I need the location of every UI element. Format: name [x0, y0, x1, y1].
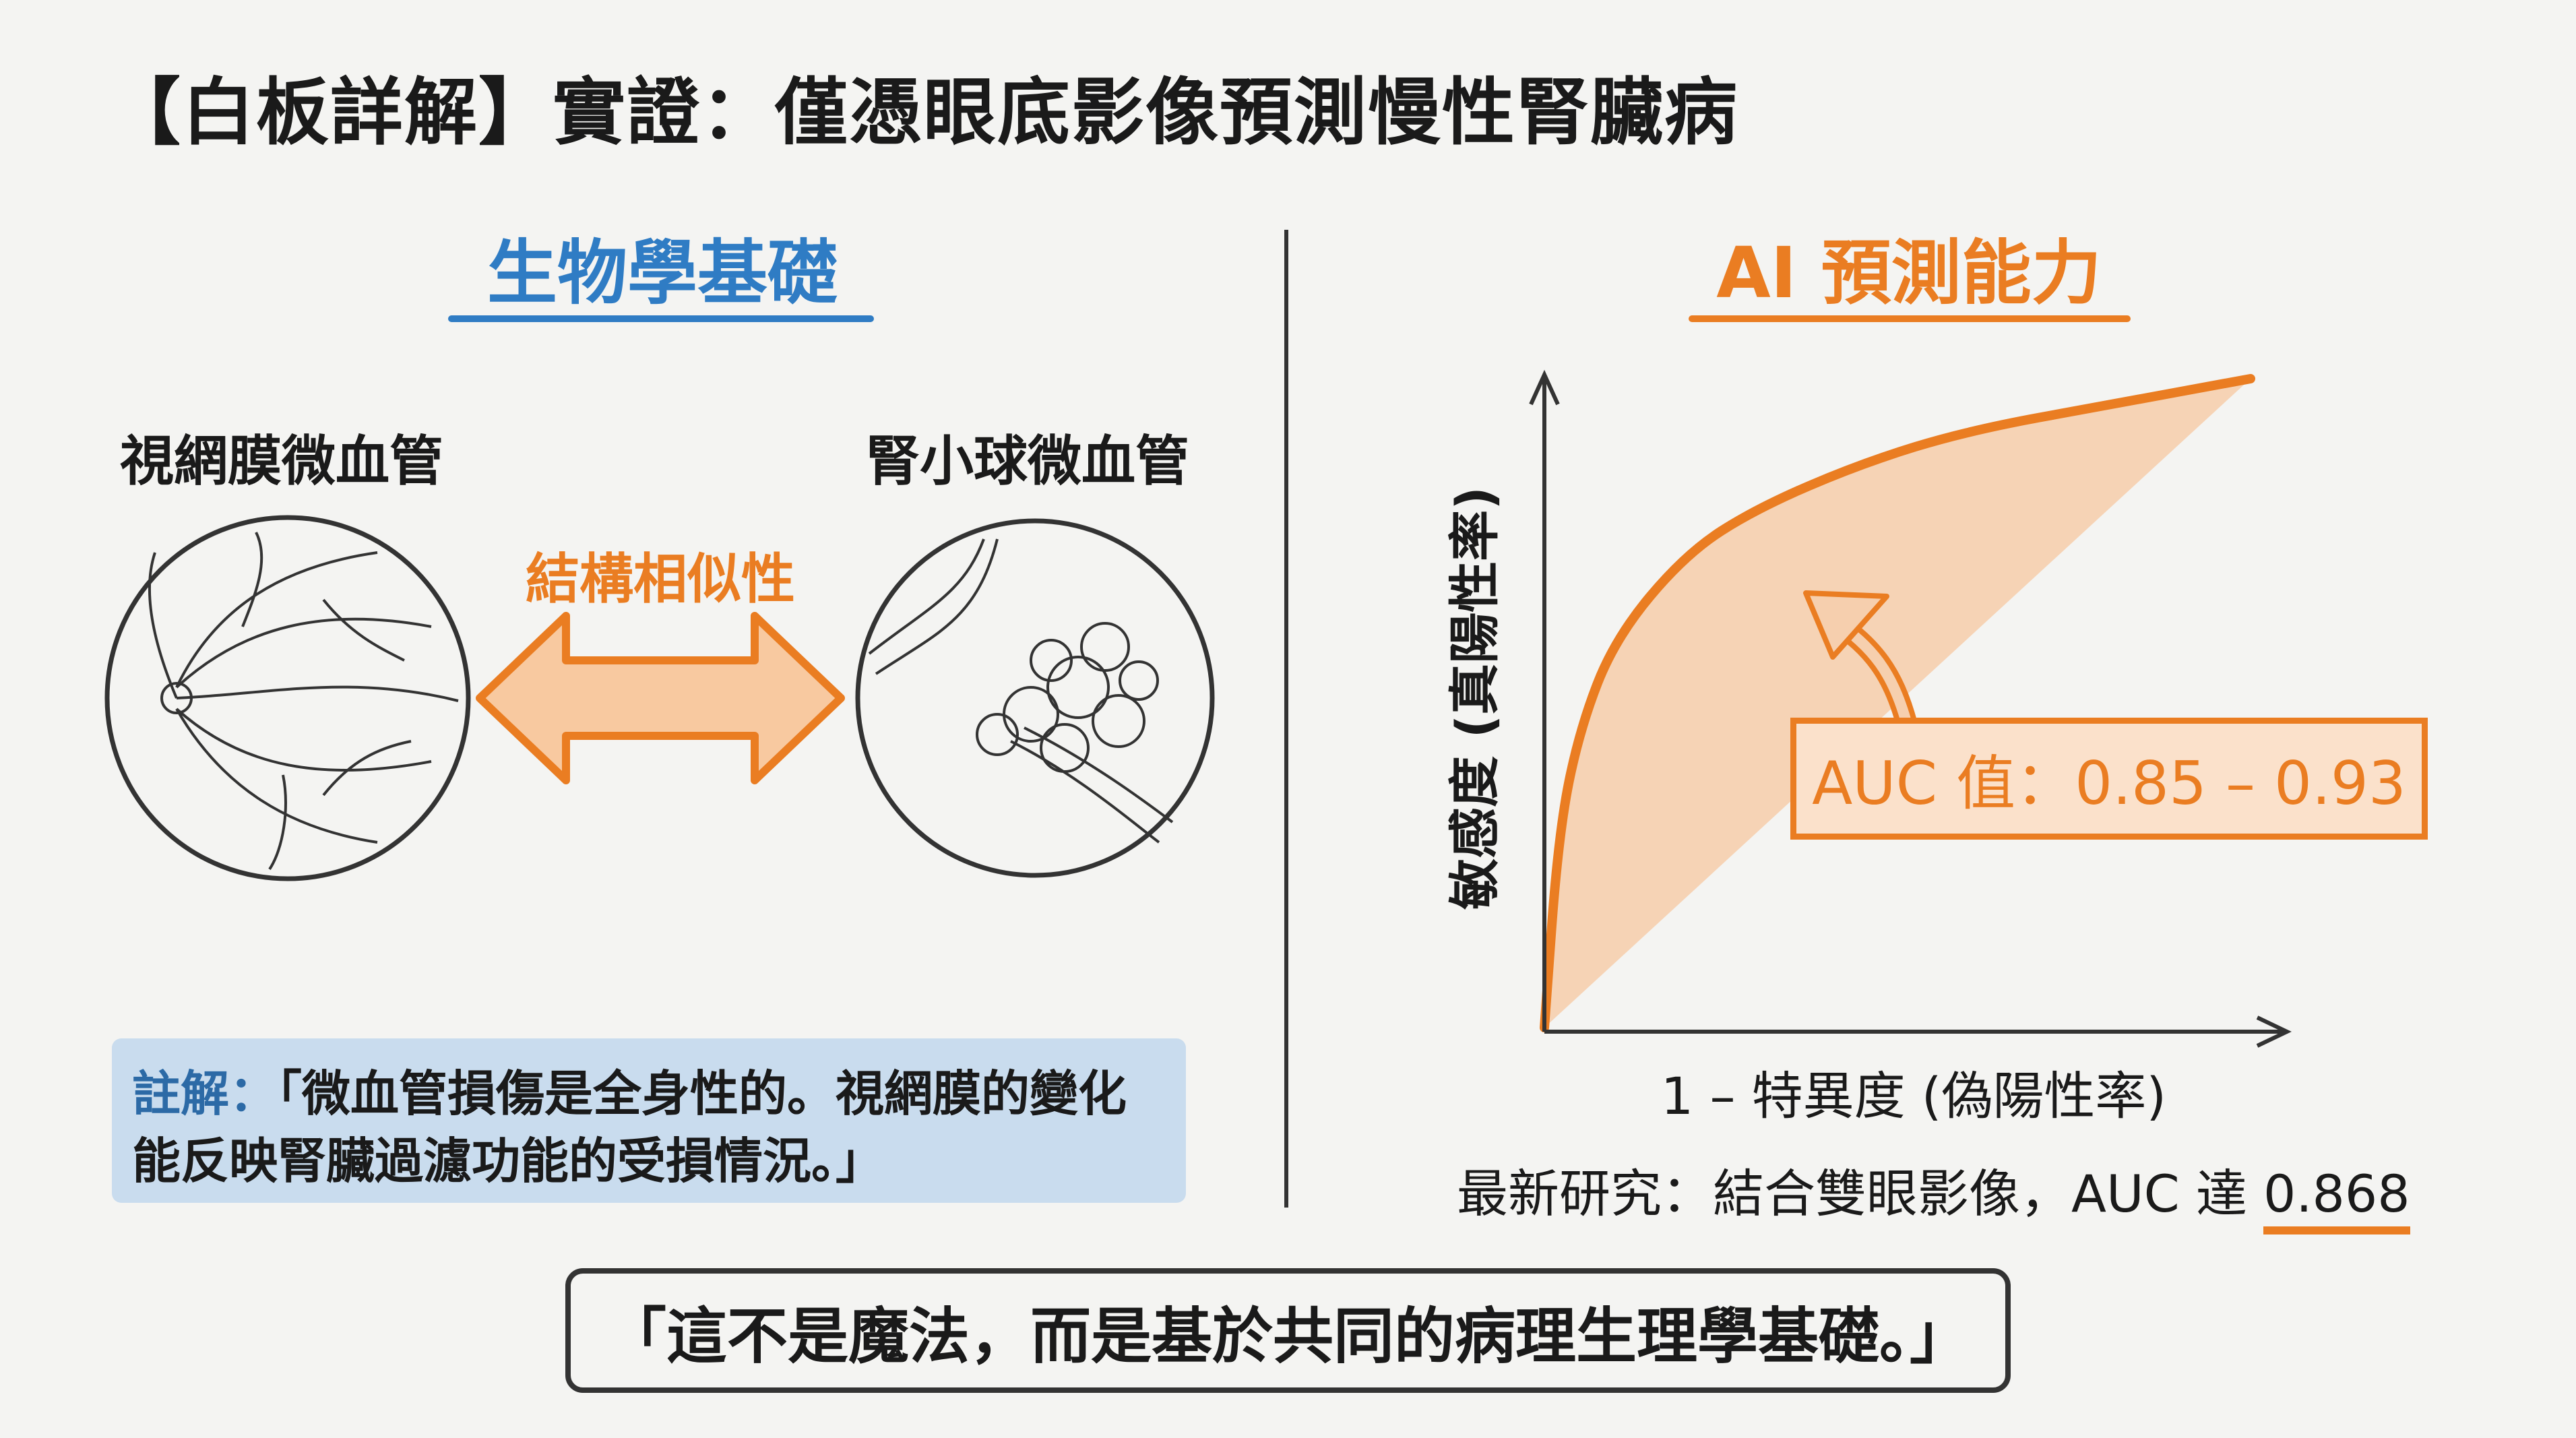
quote-box: 「這不是魔法，而是基於共同的病理生理學基礎。」 [565, 1268, 2011, 1393]
note-text: 「微血管損傷是全身性的。視網膜的變化能反映腎臟過濾功能的受損情況。」 [132, 1065, 1127, 1189]
y-axis-label: 敏感度 (真陽性率) [1445, 487, 1505, 910]
x-axis-label: 1 – 特異度 (偽陽性率) [1660, 1066, 2167, 1126]
divider [1284, 230, 1288, 1208]
retina-icon [104, 515, 471, 881]
page-title: 【白板詳解】實證：僅憑眼底影像預測慢性腎臟病 [108, 71, 1739, 155]
double-arrow-icon [476, 612, 845, 784]
roc-curve [1540, 374, 2255, 1032]
ai-underline [1689, 315, 2131, 322]
biology-underline [448, 315, 874, 322]
study-note: 最新研究：結合雙眼影像，AUC 達 0.868 [1457, 1152, 2410, 1234]
glomerulus-icon [855, 518, 1215, 878]
similarity-label: 結構相似性 [526, 548, 795, 611]
study-value: 0.868 [2263, 1164, 2410, 1234]
note-key: 註解： [132, 1065, 278, 1122]
retina-label: 視網膜微血管 [120, 430, 443, 493]
auc-text: AUC 值：0.85 – 0.93 [1812, 749, 2406, 818]
quote-text: 「這不是魔法，而是基於共同的病理生理學基礎。」 [606, 1301, 1970, 1372]
y-axis-arrow-icon [1529, 369, 1560, 406]
note-box: 註解：「微血管損傷是全身性的。視網膜的變化能反映腎臟過濾功能的受損情況。」 [112, 1038, 1186, 1203]
x-axis-arrow-icon [2256, 1015, 2292, 1048]
biology-heading: 生物學基礎 [486, 232, 838, 314]
ai-heading: AI 預測能力 [1716, 232, 2102, 314]
glomerulus-label: 腎小球微血管 [866, 430, 1189, 493]
study-text: 最新研究：結合雙眼影像，AUC 達 [1457, 1164, 2263, 1224]
arrowhead-icon [1803, 590, 1889, 660]
auc-annotation: AUC 值：0.85 – 0.93 [1790, 718, 2428, 840]
roc-chart [1529, 369, 2292, 1048]
